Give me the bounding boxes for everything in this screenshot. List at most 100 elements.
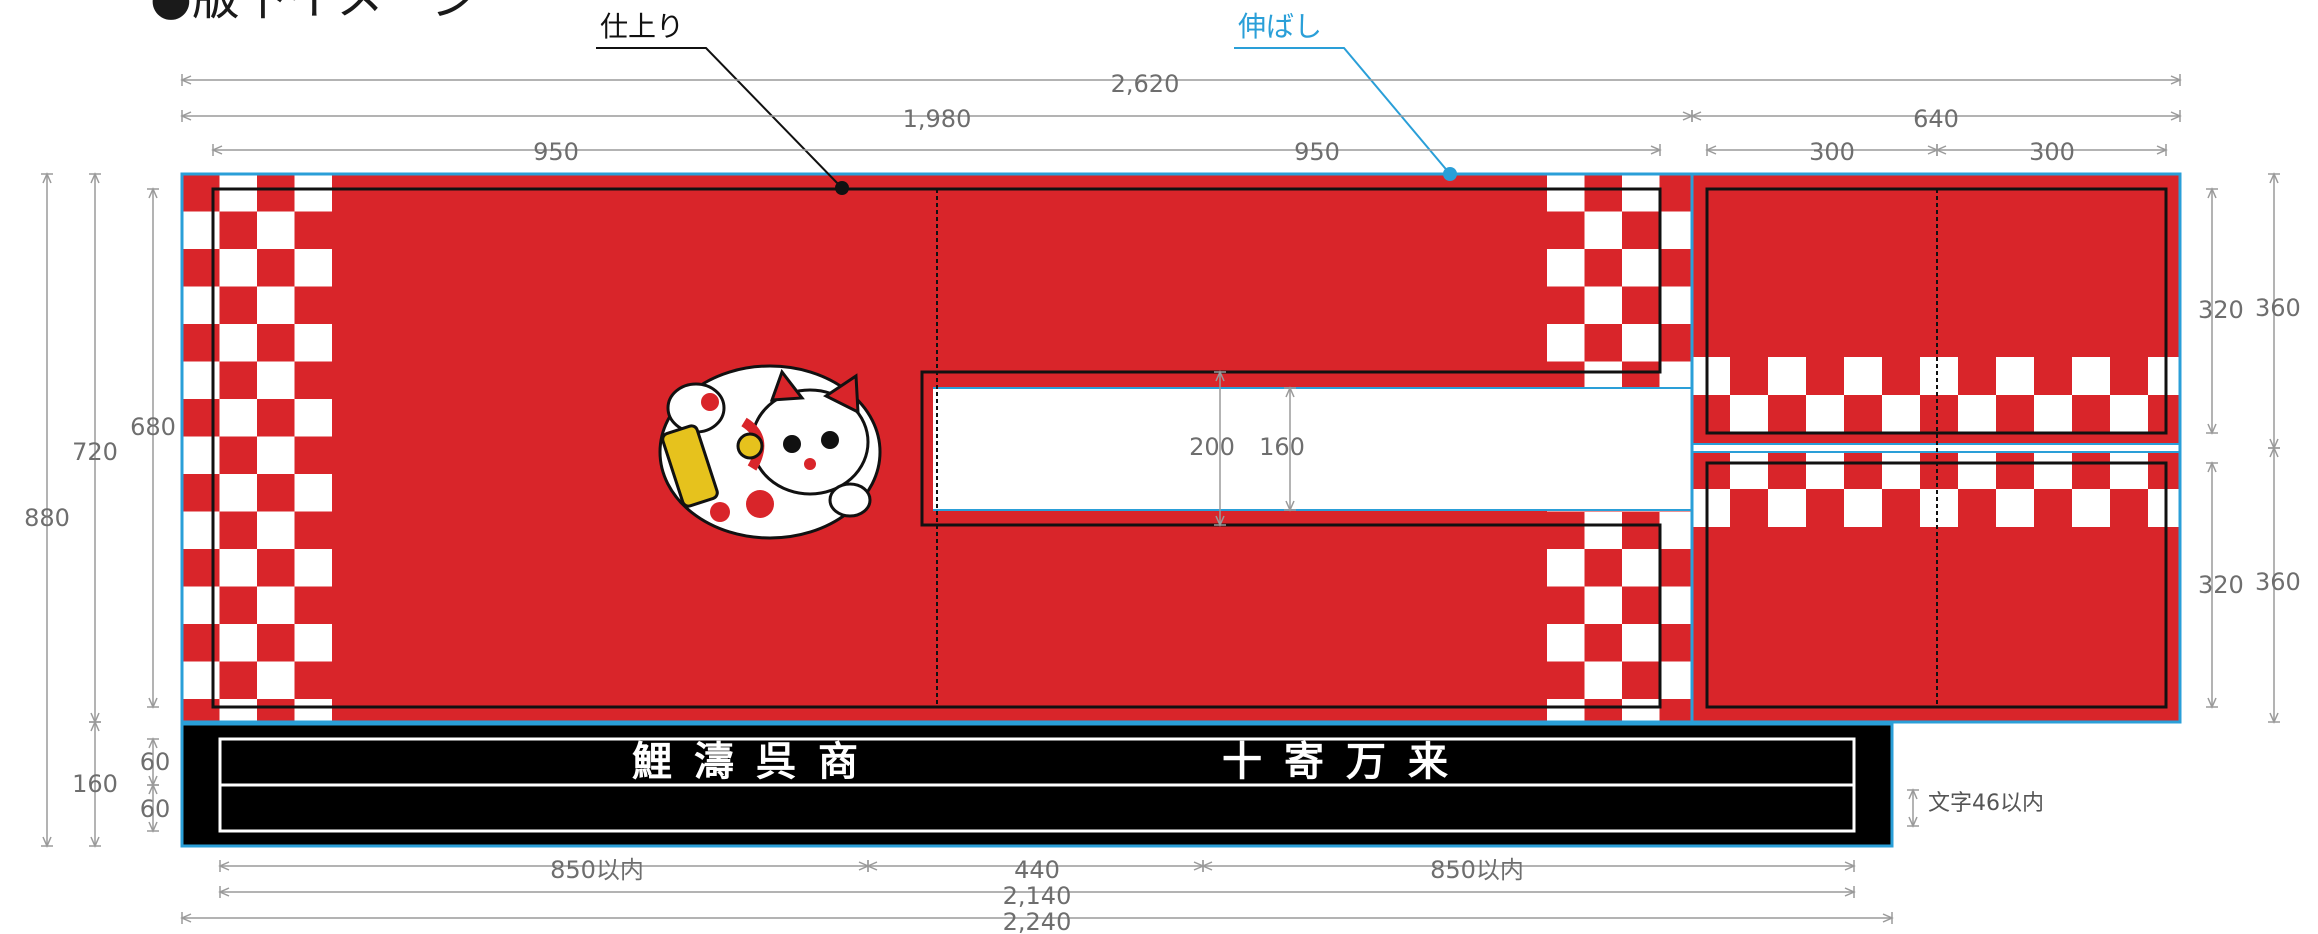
checker-square <box>2110 395 2148 433</box>
checker-square <box>1692 489 1730 527</box>
checker-square <box>219 474 257 512</box>
dim-band-left-text: 850以内 <box>550 856 644 884</box>
band-right-text: 十寄万来 <box>1222 738 1470 785</box>
checker-square <box>219 174 257 212</box>
band-left-text: 鯉濤呉商 <box>632 738 880 785</box>
checker-square <box>2034 395 2072 433</box>
checker-square <box>257 511 295 549</box>
checker-square <box>1547 174 1585 212</box>
checker-square <box>294 549 332 587</box>
checker-square <box>1844 357 1882 395</box>
checker-square <box>1806 395 1844 433</box>
checker-square <box>1547 324 1585 362</box>
checker-square <box>1622 699 1660 722</box>
maneki-neko-icon <box>658 364 882 540</box>
dim-side-upper-inner: 320 <box>2198 296 2244 324</box>
checker-square <box>294 624 332 662</box>
checker-square <box>1806 451 1844 489</box>
checker-square <box>1622 174 1660 212</box>
dim-total-width: 2,620 <box>1111 70 1180 98</box>
checker-square <box>219 324 257 362</box>
checker-square <box>2148 357 2180 395</box>
checker-square <box>219 549 257 587</box>
dim-band-height: 160 <box>72 770 118 798</box>
checker-square <box>1584 286 1622 324</box>
dim-side-lower-outer: 360 <box>2255 568 2301 596</box>
checker-square <box>219 399 257 437</box>
dim-side-upper-outer: 360 <box>2255 294 2301 322</box>
main-finish-outline <box>211 187 1662 709</box>
checker-square <box>2148 489 2180 527</box>
checker-square <box>1659 511 1692 549</box>
checker-square <box>1882 451 1920 489</box>
char-limit-note: 文字46以内 <box>1928 791 2044 816</box>
checker-square <box>2110 451 2148 489</box>
checker-square <box>1584 661 1622 699</box>
dim-side-col-2: 300 <box>2029 138 2075 166</box>
checker-square <box>1622 549 1660 587</box>
dim-band-inner-width: 2,140 <box>1003 882 1072 910</box>
checker-square <box>1882 395 1920 433</box>
checker-square <box>1996 357 2034 395</box>
checker-square <box>1547 549 1585 587</box>
checker-square <box>257 586 295 624</box>
checker-square <box>1844 489 1882 527</box>
checker-square <box>1659 661 1692 699</box>
dim-slot-inner: 160 <box>1259 433 1305 461</box>
checker-square <box>1659 286 1692 324</box>
dim-side-width: 640 <box>1913 105 1959 133</box>
dimension-labels: 2,620 1,980 640 950 950 300 300 880 720 … <box>24 70 2301 934</box>
side-panel <box>1690 172 2182 724</box>
checker-square <box>1996 489 2034 527</box>
side-checker-pattern <box>1692 357 2180 527</box>
checker-square <box>1958 395 1996 433</box>
checker-square <box>1768 489 1806 527</box>
checker-square <box>1659 586 1692 624</box>
page-heading: ●版下イメージ <box>150 0 479 26</box>
checker-square <box>1584 586 1622 624</box>
checker-square <box>2072 489 2110 527</box>
dim-side-col-1: 300 <box>1809 138 1855 166</box>
checker-square <box>257 211 295 249</box>
dim-band-gap: 440 <box>1014 856 1060 884</box>
bottom-band: 鯉濤呉商 十寄万来 <box>180 722 1894 848</box>
checker-square <box>219 624 257 662</box>
checker-square <box>294 249 332 287</box>
finish-label: 仕上り <box>600 10 684 43</box>
dim-outer-height: 720 <box>72 438 118 466</box>
checker-square <box>294 699 332 722</box>
checker-square <box>2034 451 2072 489</box>
checker-square <box>1547 624 1585 662</box>
checker-square <box>1584 511 1622 549</box>
dim-inner-height: 680 <box>130 413 176 441</box>
checker-square <box>257 436 295 474</box>
dim-slot-outer: 200 <box>1189 433 1235 461</box>
checker-square <box>1547 699 1585 722</box>
checker-square <box>294 474 332 512</box>
dim-right-half: 950 <box>1294 138 1340 166</box>
bleed-label: 伸ばし <box>1238 10 1322 43</box>
dim-band-outer-width: 2,240 <box>1003 908 1072 934</box>
dim-band-right-text: 850以内 <box>1430 856 1524 884</box>
checker-square <box>1584 211 1622 249</box>
checker-square <box>1622 324 1660 362</box>
checker-square <box>1692 357 1730 395</box>
checker-square <box>1730 451 1768 489</box>
side-bleed-outline <box>1690 172 2182 724</box>
checker-square <box>1730 395 1768 433</box>
checker-square <box>219 699 257 722</box>
dim-band-row-1: 60 <box>140 748 171 776</box>
main-panel <box>180 172 1694 724</box>
checker-square <box>294 399 332 437</box>
checker-square <box>1659 211 1692 249</box>
checker-square <box>257 361 295 399</box>
dim-left-half: 950 <box>533 138 579 166</box>
checker-square <box>219 249 257 287</box>
dim-band-row-2: 60 <box>140 795 171 823</box>
checker-square <box>257 661 295 699</box>
checker-square <box>1622 249 1660 287</box>
checker-square <box>1622 624 1660 662</box>
checker-square <box>1958 451 1996 489</box>
checker-square <box>1920 357 1958 395</box>
